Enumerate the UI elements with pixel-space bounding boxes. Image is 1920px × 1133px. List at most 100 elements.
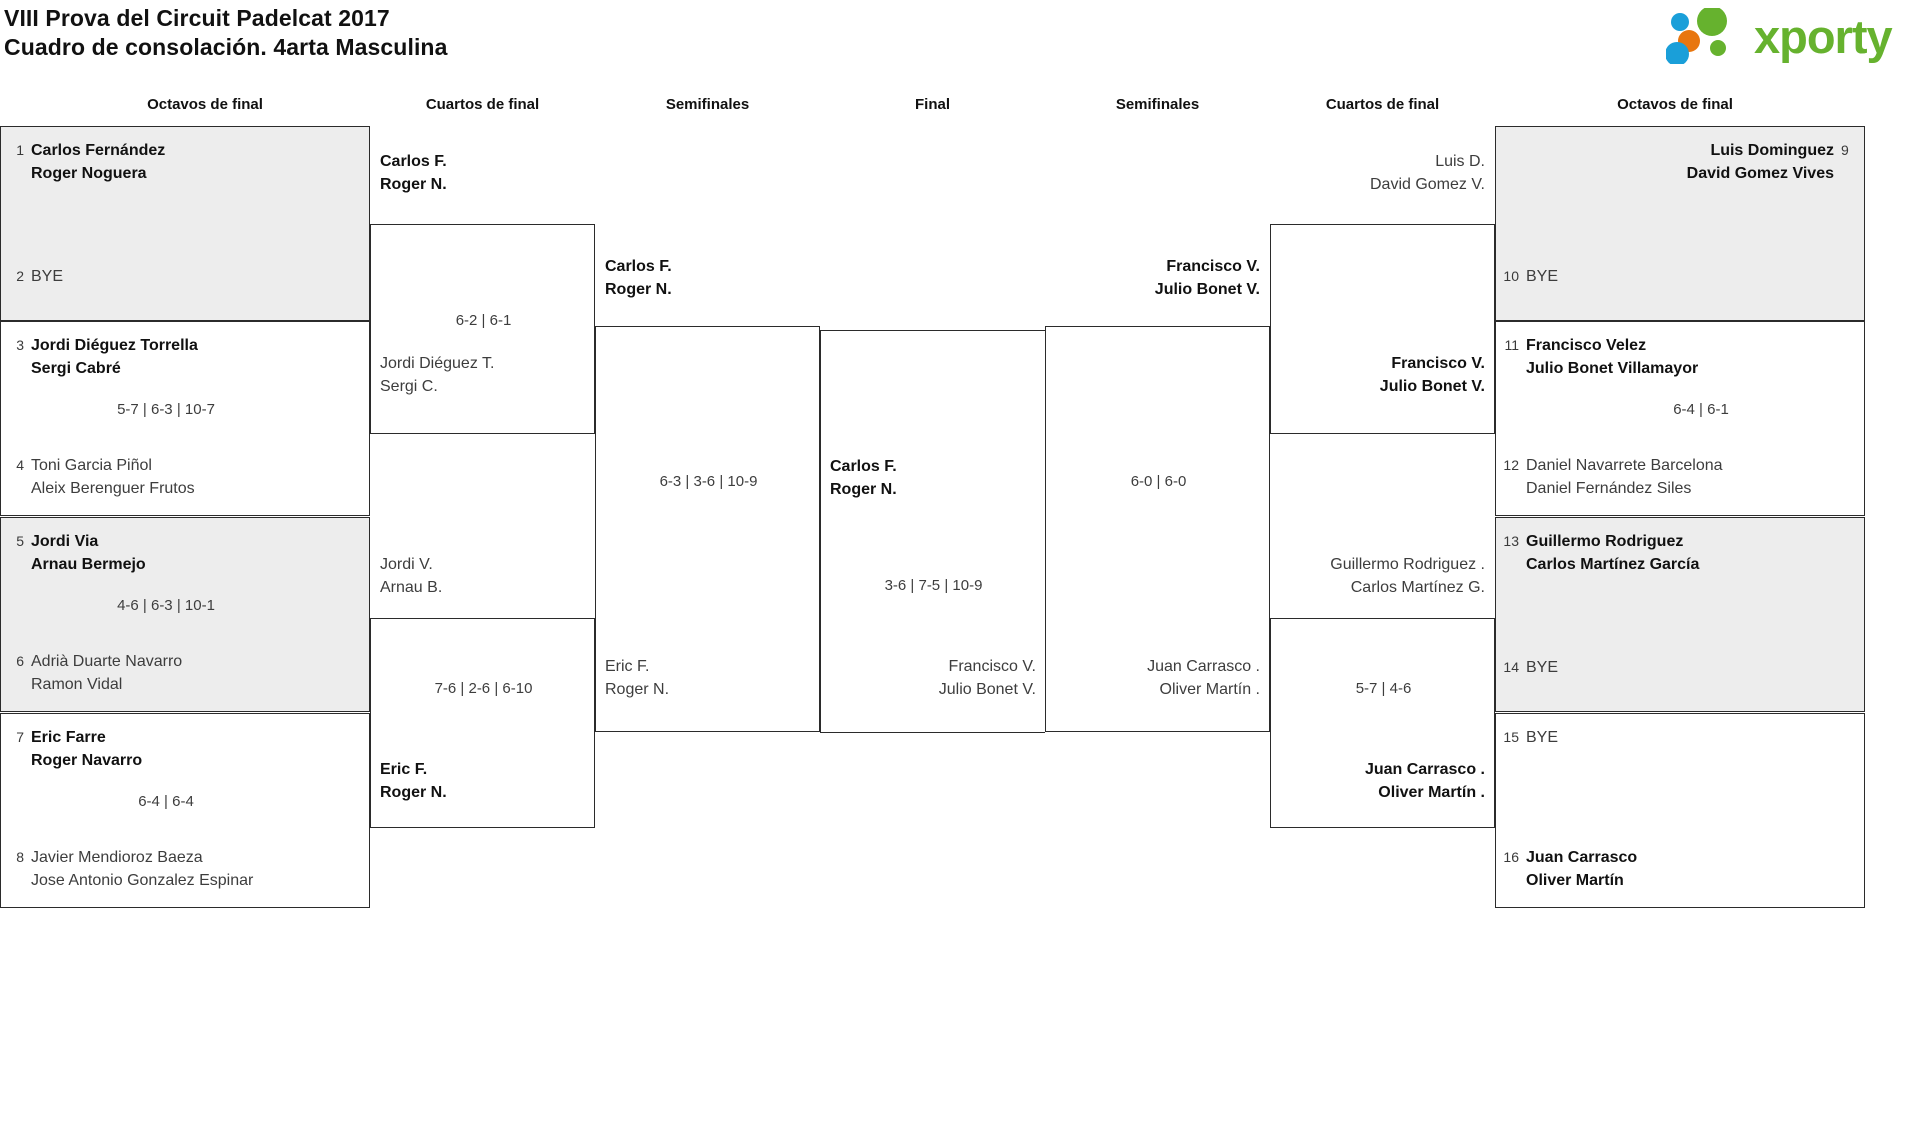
player-left-qf-1-top: Carlos F.Roger N. [380, 153, 447, 193]
player-right-sf-1-bottom: Juan Carrasco .Oliver Martín . [1147, 658, 1260, 698]
score-right-sf-1: 6-0 | 6-0 [1130, 473, 1187, 490]
round-header-left-sf: Semifinales [665, 96, 750, 113]
seed-number: 8 [16, 849, 24, 865]
match-left-sf-1[interactable]: 6-3 | 3-6 | 10-9 [595, 326, 820, 732]
seed-number: 15 [1503, 729, 1519, 745]
score-left-r16-4: 6-4 | 6-4 [138, 793, 194, 810]
score-left-qf-1: 6-2 | 6-1 [455, 312, 512, 329]
player-right-r16-3-bottom: 14 BYE [1500, 656, 1558, 679]
seed-number: 13 [1503, 533, 1519, 549]
score-left-r16-2: 5-7 | 6-3 | 10-7 [117, 401, 215, 418]
player-final-bottom: Francisco V.Julio Bonet V. [938, 658, 1036, 698]
player-left-qf-2-bottom: Eric F.Roger N. [380, 761, 447, 801]
score-right-r16-2: 6-4 | 6-1 [1673, 401, 1729, 418]
player-right-r16-4-top: 15 BYE [1500, 726, 1558, 749]
title-line-1: VIII Prova del Circuit Padelcat 2017 [4, 5, 390, 31]
seed-number: 12 [1503, 457, 1519, 473]
title-line-2: Cuadro de consolación. 4arta Masculina [4, 34, 448, 60]
player-left-sf-1-top: Carlos F.Roger N. [605, 258, 672, 298]
seed-number: 14 [1503, 659, 1519, 675]
match-final[interactable]: 3-6 | 7-5 | 10-9 [820, 330, 1045, 733]
xporty-wordmark: xporty [1754, 10, 1893, 63]
player-right-qf-2-top: Guillermo Rodriguez .Carlos Martínez G. [1330, 556, 1485, 596]
seed-number: 6 [16, 653, 24, 669]
match-right-sf-1[interactable]: 6-0 | 6-0 [1045, 326, 1270, 732]
score-left-sf-1: 6-3 | 3-6 | 10-9 [659, 473, 758, 490]
seed-number: 1 [16, 142, 24, 158]
seed-number: 9 [1841, 142, 1849, 158]
round-header-left-r16: Octavos de final [147, 96, 263, 113]
player-final-top: Carlos F.Roger N. [830, 458, 897, 498]
round-header-right-r16: Octavos de final [1617, 96, 1733, 113]
player-names: BYE [1526, 268, 1559, 285]
score-left-qf-2: 7-6 | 2-6 | 6-10 [434, 680, 533, 697]
player-right-qf-2-bottom: Juan Carrasco .Oliver Martín . [1364, 761, 1485, 801]
seed-number: 11 [1504, 337, 1519, 353]
player-left-sf-1-bottom: Eric F.Roger N. [605, 658, 670, 698]
round-header-final: Final [914, 96, 950, 113]
player-left-qf-1-bottom: Jordi Diéguez T.Sergi C. [380, 355, 495, 395]
player-right-qf-1-bottom: Francisco V.Julio Bonet V. [1379, 355, 1485, 395]
round-header-left-qf: Cuartos de final [425, 96, 540, 113]
xporty-dots-icon [1665, 6, 1727, 66]
player-right-qf-1-top: Luis D.David Gomez V. [1369, 153, 1485, 193]
match-left-qf-2[interactable]: 7-6 | 2-6 | 6-10 [370, 618, 595, 828]
player-left-r16-1-bottom: 2 BYE [5, 265, 63, 288]
player-names: BYE [1526, 659, 1559, 676]
seed-number: 3 [16, 337, 24, 353]
seed-number: 10 [1503, 268, 1519, 284]
seed-number: 4 [16, 457, 24, 473]
round-header-right-qf: Cuartos de final [1325, 96, 1440, 113]
score-final: 3-6 | 7-5 | 10-9 [884, 577, 983, 594]
seed-number: 7 [16, 729, 24, 745]
seed-number: 16 [1503, 849, 1519, 865]
xporty-logo[interactable]: xporty [1665, 6, 1906, 66]
player-names: BYE [31, 268, 64, 285]
match-right-qf-2[interactable]: 5-7 | 4-6 [1270, 618, 1495, 828]
page-title: VIII Prova del Circuit Padelcat 2017 Cua… [4, 4, 447, 62]
player-right-sf-1-top: Francisco V.Julio Bonet V. [1154, 258, 1260, 298]
match-right-qf-1[interactable] [1270, 224, 1495, 434]
player-right-r16-1-bottom: 10 BYE [1500, 265, 1558, 288]
player-names: BYE [1526, 729, 1559, 746]
score-left-r16-3: 4-6 | 6-3 | 10-1 [117, 597, 215, 614]
player-left-qf-2-top: Jordi V.Arnau B. [380, 556, 443, 596]
round-header-right-sf: Semifinales [1115, 96, 1200, 113]
seed-number: 5 [16, 533, 24, 549]
match-left-qf-1[interactable]: 6-2 | 6-1 [370, 224, 595, 434]
seed-number: 2 [16, 268, 24, 284]
score-right-qf-2: 5-7 | 4-6 [1355, 680, 1412, 697]
